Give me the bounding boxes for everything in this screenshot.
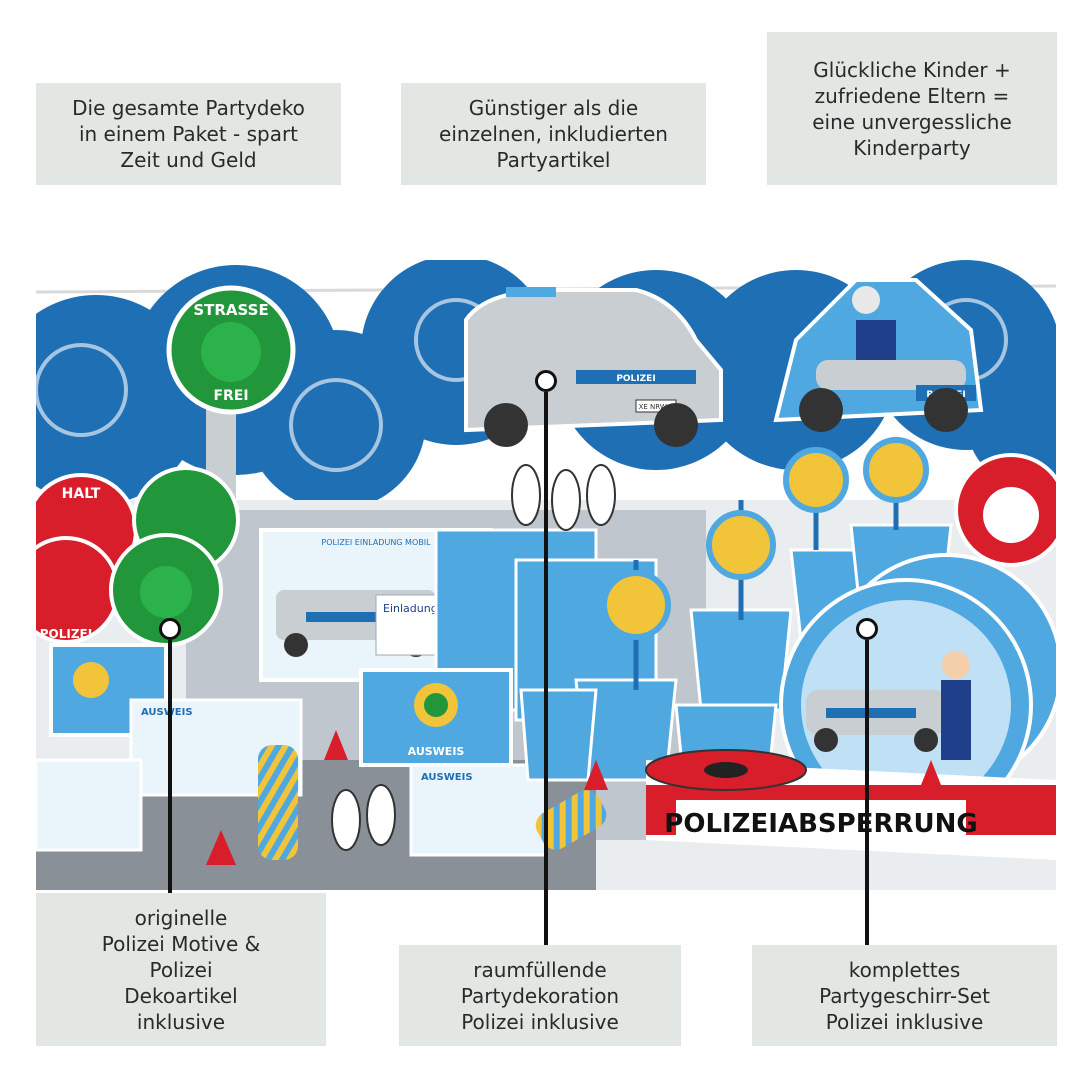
leader-line-right xyxy=(865,640,869,947)
feature-line: Polizei inklusive xyxy=(825,1009,984,1034)
feature-box-bottom-2: raumfüllende Partydekoration Polizei ink… xyxy=(399,945,681,1046)
sign-polizei-text: POLIZEI xyxy=(40,627,92,641)
sign-strasse-text: STRASSE xyxy=(193,301,268,319)
product-scene-illustration: STRASSE FREI HALT POLIZEI POLIZEI XE NRW… xyxy=(36,260,1056,890)
feature-line: eine unvergessliche xyxy=(812,109,1012,134)
sign-halt-right xyxy=(954,453,1056,567)
feature-box-bottom-1: originelle Polizei Motive & Polizei Deko… xyxy=(36,893,326,1046)
leader-line-middle xyxy=(544,392,548,947)
feature-line: raumfüllende xyxy=(473,957,607,982)
sign-frei-text: FREI xyxy=(213,388,248,404)
feature-box-top-3: Glückliche Kinder + zufriedene Eltern = … xyxy=(767,32,1057,185)
car-label: POLIZEI xyxy=(616,374,655,384)
sign-halt-red: HALT POLIZEI xyxy=(36,473,138,644)
feature-line: Polizei xyxy=(149,957,213,982)
feature-line: inklusive xyxy=(136,1009,226,1034)
id-card-big: AUSWEIS xyxy=(359,668,513,767)
feature-line: Partygeschirr-Set xyxy=(819,983,990,1008)
police-car-garland: POLIZEI XE NRW 0 xyxy=(464,287,723,447)
feature-line: einzelnen, inkludierten xyxy=(439,122,668,146)
feature-line: Polizei inklusive xyxy=(461,1009,619,1034)
badge-straw-toppers xyxy=(601,437,929,690)
feature-line: Zeit und Geld xyxy=(120,148,257,172)
leader-dot-left xyxy=(159,618,181,640)
tape-text: POLIZEIABSPERRUNG xyxy=(664,809,977,839)
feature-line: Dekoartikel xyxy=(124,983,238,1008)
feature-line: Günstiger als die xyxy=(468,96,639,120)
feature-line: Die gesamte Partydeko xyxy=(72,96,305,120)
streamer-roll xyxy=(535,790,607,850)
feature-line: zufriedene Eltern = xyxy=(814,83,1010,108)
feature-line: originelle xyxy=(134,905,228,930)
police-tape-roll: POLIZEIABSPERRUNG xyxy=(645,749,1056,860)
car-plate: XE NRW 0 xyxy=(639,403,674,411)
leader-dot-right xyxy=(856,618,878,640)
feature-line: Partydekoration xyxy=(460,983,620,1008)
feature-line: Partyartikel xyxy=(496,148,611,172)
feature-line: Polizei Motive & xyxy=(101,931,261,956)
feature-box-top-1: Die gesamte Partydeko in einem Paket - s… xyxy=(36,83,341,185)
feature-box-bottom-3: komplettes Partygeschirr-Set Polizei ink… xyxy=(752,945,1057,1046)
sign-halt-text: HALT xyxy=(62,486,101,502)
sign-strasse-green-small xyxy=(109,466,240,647)
paper-plates xyxy=(779,553,1056,832)
feature-line: in einem Paket - spart xyxy=(78,122,299,146)
leader-dot-middle xyxy=(535,370,557,392)
feature-box-top-2: Günstiger als die einzelnen, inkludierte… xyxy=(401,83,706,185)
leader-line-left xyxy=(168,640,172,895)
traffic-cones xyxy=(206,730,943,865)
id-card-small-1: AUSWEIS xyxy=(141,707,193,718)
invitation-label: Einladung xyxy=(383,602,438,615)
footprint-stickers xyxy=(331,464,616,851)
id-card-label: AUSWEIS xyxy=(408,745,465,758)
invitation-card-title: POLIZEI EINLADUNG MOBIL xyxy=(321,538,431,547)
motorbike-garland: POLIZEI xyxy=(773,278,984,432)
feature-line: komplettes xyxy=(848,957,961,982)
feature-line: Kinderparty xyxy=(853,135,971,160)
id-card-small-2: AUSWEIS xyxy=(421,772,473,783)
streamer-roll xyxy=(258,745,298,860)
feature-line: Glückliche Kinder + xyxy=(813,57,1011,82)
